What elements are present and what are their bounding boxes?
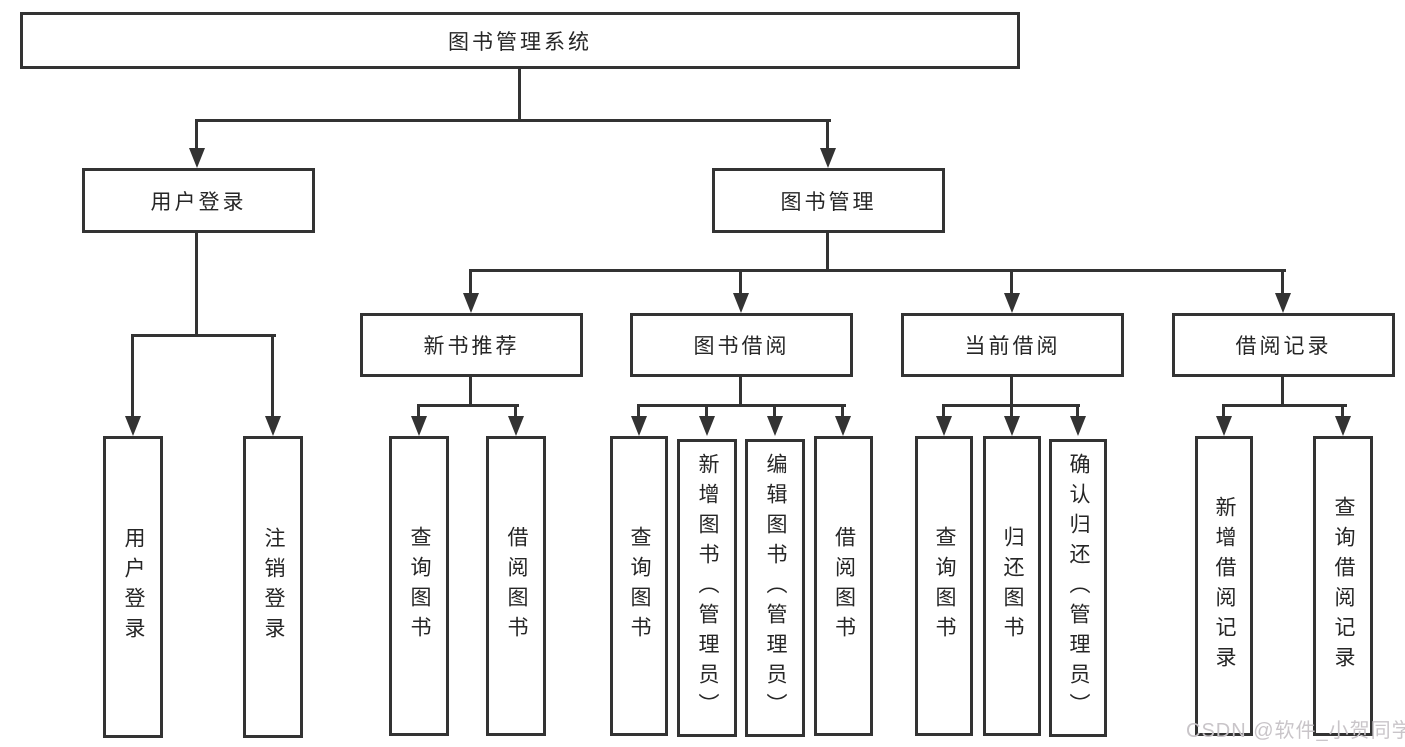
connector-line — [637, 404, 640, 418]
connector-line — [417, 404, 420, 418]
leaf-br-add-record-label: 新增借阅记录 — [1213, 496, 1236, 676]
leaf-bb-query-books: 查询图书 — [610, 436, 668, 736]
connector-line — [131, 334, 134, 418]
leaf-br-add-record: 新增借阅记录 — [1195, 436, 1253, 736]
connector-line — [417, 404, 519, 407]
arrow-down-icon — [1004, 293, 1020, 313]
node-root: 图书管理系统 — [20, 12, 1020, 69]
arrow-down-icon — [835, 416, 851, 436]
connector-line — [469, 269, 1286, 272]
arrow-down-icon — [733, 293, 749, 313]
connector-line — [1341, 404, 1344, 418]
node-book-management: 图书管理 — [712, 168, 945, 233]
leaf-bb-edit-books: 编辑图书（管理员） — [745, 439, 805, 737]
connector-line — [469, 374, 472, 407]
connector-line — [942, 404, 945, 418]
leaf-bb-edit-books-label: 编辑图书（管理员） — [764, 453, 787, 723]
connector-line — [739, 374, 742, 407]
connector-line — [1010, 404, 1013, 418]
leaf-bb-borrow-books: 借阅图书 — [814, 436, 873, 736]
arrow-down-icon — [463, 293, 479, 313]
leaf-logout-label: 注销登录 — [262, 527, 285, 647]
node-book-borrow-label: 图书借阅 — [693, 335, 790, 358]
connector-line — [195, 230, 198, 337]
arrow-down-icon — [125, 416, 141, 436]
leaf-cb-confirm-return-label: 确认归还（管理员） — [1067, 453, 1090, 723]
connector-line — [1222, 404, 1225, 418]
node-new-book-recommend: 新书推荐 — [360, 313, 583, 377]
arrow-down-icon — [936, 416, 952, 436]
arrow-down-icon — [411, 416, 427, 436]
connector-line — [514, 404, 517, 418]
arrow-down-icon — [508, 416, 524, 436]
connector-line — [518, 69, 521, 122]
node-user-login: 用户登录 — [82, 168, 315, 233]
leaf-logout: 注销登录 — [243, 436, 303, 738]
leaf-bb-add-books-label: 新增图书（管理员） — [696, 453, 719, 723]
node-current-borrow-label: 当前借阅 — [964, 335, 1061, 358]
connector-line — [739, 269, 742, 295]
arrow-down-icon — [189, 148, 205, 168]
arrow-down-icon — [631, 416, 647, 436]
connector-line — [469, 269, 472, 295]
arrow-down-icon — [1216, 416, 1232, 436]
connector-line — [1076, 404, 1079, 418]
node-borrow-record: 借阅记录 — [1172, 313, 1395, 377]
node-root-label: 图书管理系统 — [448, 30, 592, 54]
connector-line — [705, 404, 708, 418]
arrow-down-icon — [767, 416, 783, 436]
connector-line — [773, 404, 776, 418]
leaf-bb-query-books-label: 查询图书 — [628, 526, 651, 646]
arrow-down-icon — [1004, 416, 1020, 436]
arrow-down-icon — [820, 148, 836, 168]
leaf-rec-borrow-books-label: 借阅图书 — [505, 526, 528, 646]
connector-line — [637, 404, 846, 407]
leaf-cb-return-books: 归还图书 — [983, 436, 1041, 736]
node-borrow-record-label: 借阅记录 — [1235, 335, 1332, 358]
node-current-borrow: 当前借阅 — [901, 313, 1124, 377]
leaf-cb-query-books: 查询图书 — [915, 436, 973, 736]
connector-line — [1010, 374, 1013, 407]
node-new-book-recommend-label: 新书推荐 — [423, 335, 520, 358]
node-book-management-label: 图书管理 — [780, 190, 877, 214]
leaf-bb-add-books: 新增图书（管理员） — [677, 439, 737, 737]
leaf-user-login-label: 用户登录 — [122, 527, 145, 647]
leaf-user-login: 用户登录 — [103, 436, 163, 738]
leaf-rec-query-books-label: 查询图书 — [408, 526, 431, 646]
node-user-login-label: 用户登录 — [150, 190, 247, 214]
csdn-watermark: CSDN @软件_小贺同学 — [1186, 720, 1405, 742]
connector-line — [1222, 404, 1347, 407]
arrow-down-icon — [1275, 293, 1291, 313]
arrow-down-icon — [1070, 416, 1086, 436]
leaf-cb-query-books-label: 查询图书 — [933, 526, 956, 646]
arrow-down-icon — [1335, 416, 1351, 436]
leaf-rec-borrow-books: 借阅图书 — [486, 436, 546, 736]
connector-line — [1010, 269, 1013, 295]
connector-line — [841, 404, 844, 418]
arrow-down-icon — [265, 416, 281, 436]
leaf-rec-query-books: 查询图书 — [389, 436, 449, 736]
leaf-br-query-record: 查询借阅记录 — [1313, 436, 1373, 736]
leaf-cb-return-books-label: 归还图书 — [1001, 526, 1024, 646]
connector-line — [1281, 374, 1284, 407]
connector-line — [271, 334, 274, 418]
connector-line — [1281, 269, 1284, 295]
arrow-down-icon — [699, 416, 715, 436]
connector-line — [195, 119, 198, 149]
leaf-bb-borrow-books-label: 借阅图书 — [832, 526, 856, 646]
leaf-br-query-record-label: 查询借阅记录 — [1332, 496, 1355, 676]
connector-line — [131, 334, 276, 337]
connector-line — [826, 230, 829, 272]
connector-line — [195, 119, 831, 122]
node-book-borrow: 图书借阅 — [630, 313, 853, 377]
leaf-cb-confirm-return: 确认归还（管理员） — [1049, 439, 1107, 737]
connector-line — [826, 119, 829, 149]
